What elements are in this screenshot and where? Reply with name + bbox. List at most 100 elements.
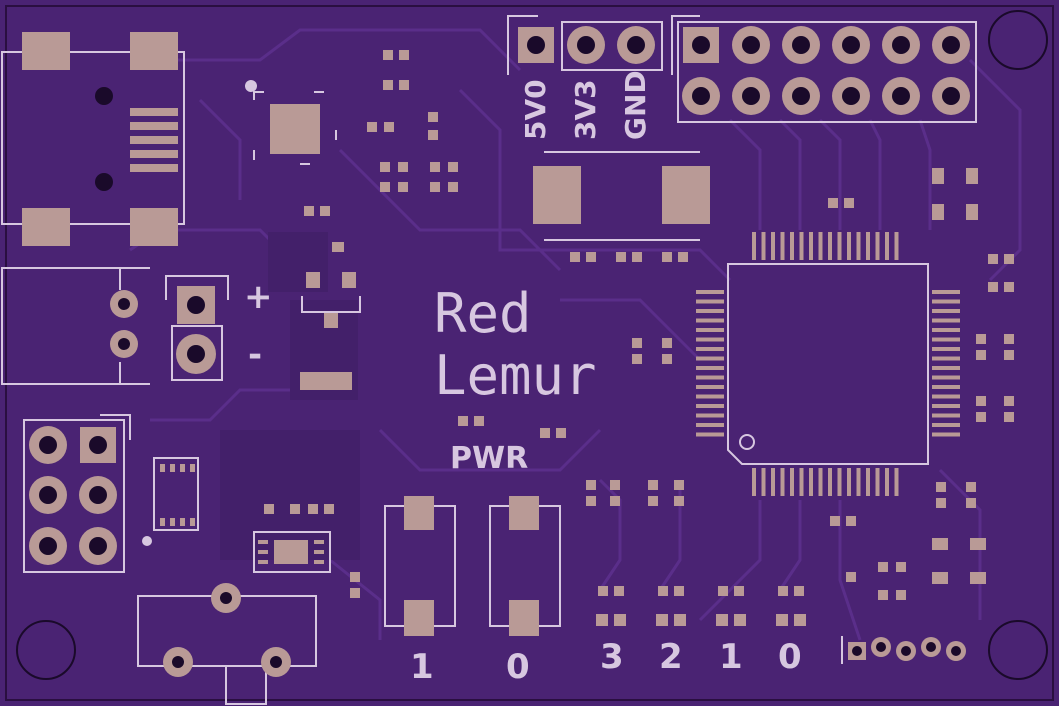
mcu-pin — [932, 356, 960, 361]
power-label-3v3: 3V3 — [569, 79, 602, 140]
mcu-pin — [818, 232, 823, 260]
led-label-1: 1 — [719, 637, 743, 677]
serial-header — [841, 636, 966, 664]
mcu-pin — [696, 356, 724, 361]
mcu-pin — [696, 375, 724, 380]
mcu-pin — [752, 232, 756, 260]
expansion-header — [671, 15, 977, 123]
mcu-pin — [894, 232, 899, 260]
mcu-pin — [696, 366, 724, 370]
mcu-pin — [932, 413, 960, 418]
board-title-line2: Lemur — [434, 344, 597, 407]
mcu-pin — [780, 232, 785, 260]
mcu-pin — [875, 232, 880, 260]
mcu-pin — [932, 404, 960, 408]
mcu-pin — [875, 468, 880, 496]
led-label-0: 0 — [778, 637, 802, 677]
mcu-pin — [885, 468, 889, 496]
mcu-pin — [885, 232, 889, 260]
mcu-pin — [696, 347, 724, 351]
mcu-pin — [696, 290, 724, 294]
mcu-pin — [932, 347, 960, 351]
mcu-pin — [932, 394, 960, 399]
isp-header — [23, 414, 152, 573]
smd-components-middle — [540, 338, 684, 506]
mcu-pin — [847, 232, 851, 260]
usb-bridge-chip — [245, 80, 337, 165]
copper-traces — [129, 28, 1022, 641]
mcu-pin — [771, 232, 775, 260]
button-1-label: 1 — [410, 647, 434, 687]
mcu-pin — [799, 468, 804, 496]
microcontroller — [696, 232, 960, 496]
crystal — [533, 151, 710, 262]
mcu-pin — [837, 468, 842, 496]
smd-components-right — [828, 168, 1014, 600]
sensor-ic — [220, 430, 360, 598]
button-1: 1 — [384, 496, 456, 687]
board-title-line1: Red — [434, 282, 532, 345]
mcu-pin — [696, 337, 724, 342]
mcu-pin — [932, 337, 960, 342]
mcu-pin — [932, 309, 960, 313]
mcu-pin — [696, 404, 724, 408]
led-label-3: 3 — [600, 637, 624, 677]
mcu-pin — [752, 468, 756, 496]
button-0: 0 — [489, 496, 561, 687]
mcu-pin — [696, 385, 724, 389]
mcu-pin — [856, 232, 861, 260]
mcu-pin — [790, 232, 794, 260]
mcu-pin — [799, 232, 804, 260]
mcu-pin — [932, 423, 960, 427]
battery-minus-label: - — [248, 335, 262, 375]
mcu-pin — [761, 468, 766, 496]
mcu-pin — [932, 299, 960, 304]
mcu-pin — [932, 328, 960, 332]
battery-connector: + - — [1, 267, 273, 385]
mcu-pin — [696, 413, 724, 418]
power-switch — [137, 583, 317, 705]
mcu-pin — [696, 423, 724, 427]
mcu-pin — [809, 468, 813, 496]
mcu-pin — [856, 468, 861, 496]
button-0-label: 0 — [506, 647, 530, 687]
mcu-pin — [771, 468, 775, 496]
pwr-label: PWR — [450, 441, 528, 476]
mcu-pin — [696, 432, 724, 437]
mcu-pin — [780, 468, 785, 496]
status-leds: 3 2 1 0 — [596, 586, 806, 677]
mcu-pin — [837, 232, 842, 260]
mcu-pin — [932, 366, 960, 370]
mcu-pin — [932, 375, 960, 380]
mcu-pin — [696, 318, 724, 323]
mounting-holes — [16, 10, 1048, 680]
mcu-pin — [932, 385, 960, 389]
mcu-pin — [932, 318, 960, 323]
mcu-pin — [761, 232, 766, 260]
power-label-5v0: 5V0 — [519, 79, 552, 140]
smd-components-top — [304, 50, 458, 216]
mcu-pin — [818, 468, 823, 496]
led-label-2: 2 — [659, 637, 683, 677]
power-label-gnd: GND — [619, 70, 652, 140]
mcu-pin — [894, 468, 899, 496]
small-ic — [153, 457, 199, 531]
mcu-pin — [828, 468, 832, 496]
mcu-pin — [696, 309, 724, 313]
power-led: PWR — [450, 416, 528, 476]
mcu-pin — [847, 468, 851, 496]
mcu-pin — [790, 468, 794, 496]
mcu-pin — [809, 232, 813, 260]
power-header: 5V0 3V3 GND — [507, 15, 663, 140]
mcu-pin — [932, 290, 960, 294]
mcu-pin — [828, 232, 832, 260]
mcu-pin — [696, 299, 724, 304]
mcu-pin — [696, 394, 724, 399]
usb-connector — [1, 32, 185, 246]
mcu-pin — [932, 432, 960, 437]
mcu-pin — [696, 328, 724, 332]
mcu-pin — [866, 468, 870, 496]
mcu-pin — [866, 232, 870, 260]
battery-plus-label: + — [244, 277, 273, 317]
